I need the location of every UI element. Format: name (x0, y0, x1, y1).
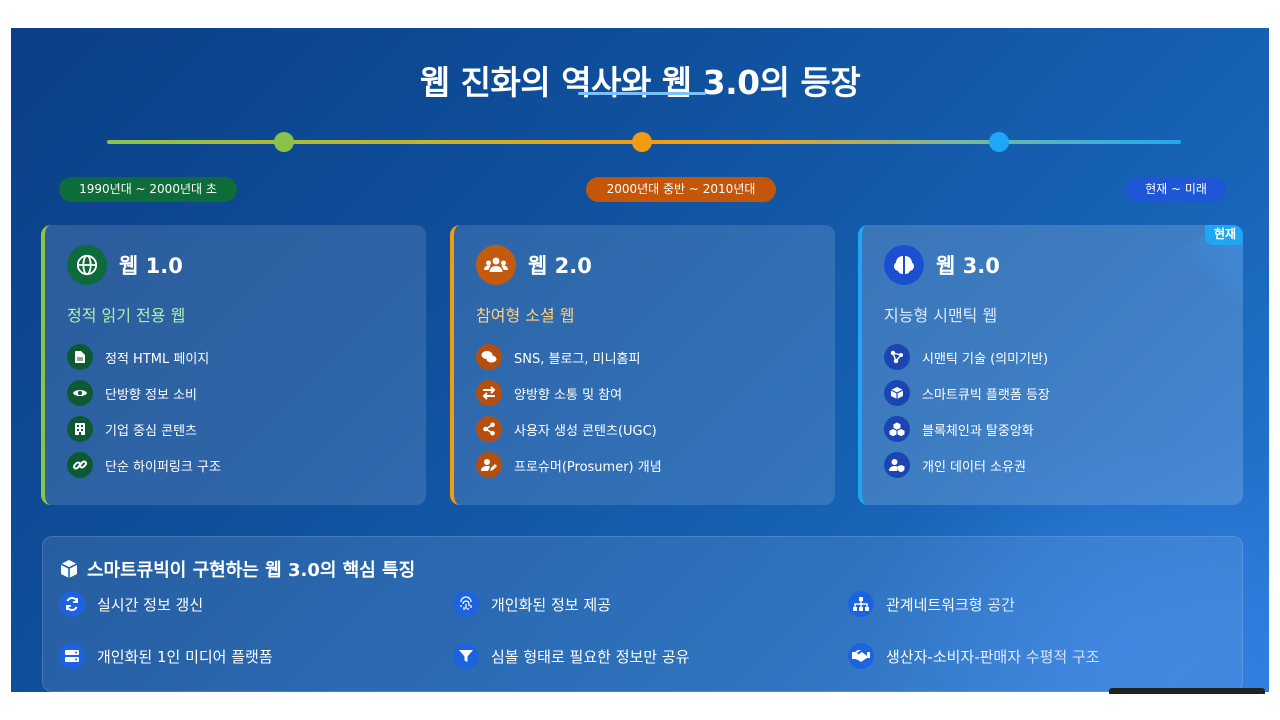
list-item: SNS, 블로그, 미니홈피 (476, 339, 662, 375)
feature-item: 관계네트워크형 공간 (848, 591, 1015, 617)
list-item: 단순 하이퍼링크 구조 (67, 447, 221, 483)
users-icon (476, 245, 516, 285)
card-subtitle: 지능형 시맨틱 웹 (884, 306, 998, 325)
list-item: 단방향 정보 소비 (67, 375, 221, 411)
era-label-web3: 현재 ~ 미래 (1126, 177, 1226, 202)
card-subtitle: 정적 읽기 전용 웹 (67, 306, 186, 325)
feature-item: 개인화된 정보 제공 (453, 591, 611, 617)
server-icon (59, 643, 85, 669)
handshake-icon (848, 643, 874, 669)
card-subtitle: 참여형 소셜 웹 (476, 306, 575, 325)
card-title: 웹 3.0 (936, 254, 1000, 278)
cube-icon (59, 559, 79, 579)
list-item: 기업 중심 콘텐츠 (67, 411, 221, 447)
cubes-icon (884, 416, 910, 442)
share-icon (476, 416, 502, 442)
building-icon (67, 416, 93, 442)
taskbar-edge (1109, 688, 1265, 694)
timeline-dot-web3 (989, 132, 1009, 152)
exchange-icon (476, 380, 502, 406)
list-item: 정적 HTML 페이지 (67, 339, 221, 375)
list-item: 프로슈머(Prosumer) 개념 (476, 447, 662, 483)
cube-icon (884, 380, 910, 406)
user-shield-icon (884, 452, 910, 478)
fingerprint-icon (453, 591, 479, 617)
comments-icon (476, 344, 502, 370)
feature-item: 생산자-소비자-판매자 수평적 구조 (848, 643, 1100, 669)
card-title: 웹 1.0 (119, 254, 183, 278)
core-features-panel: 스마트큐빅이 구현하는 웹 3.0의 핵심 특징 실시간 정보 갱신 개인화된 … (42, 536, 1243, 692)
list-item: 시맨틱 기술 (의미기반) (884, 339, 1050, 375)
network-icon (884, 344, 910, 370)
page-title: 웹 진화의 역사와 웹 3.0의 등장 (419, 63, 861, 102)
card-web1: 웹 1.0 정적 읽기 전용 웹 정적 HTML 페이지 단방향 정보 소비 기 (41, 225, 426, 505)
sitemap-icon (848, 591, 874, 617)
file-icon (67, 344, 93, 370)
timeline-dot-web1 (274, 132, 294, 152)
features-title: 스마트큐빅이 구현하는 웹 3.0의 핵심 특징 (87, 560, 416, 581)
link-icon (67, 452, 93, 478)
card-web3: 현재 웹 3.0 지능형 시맨틱 웹 시맨틱 기술 (의미기반) (858, 225, 1243, 505)
era-label-web1: 1990년대 ~ 2000년대 초 (59, 177, 237, 202)
user-edit-icon (476, 452, 502, 478)
timeline-dot-web2 (632, 132, 652, 152)
feature-item: 심볼 형태로 필요한 정보만 공유 (453, 643, 689, 669)
list-item: 사용자 생성 콘텐츠(UGC) (476, 411, 662, 447)
list-item: 블록체인과 탈중앙화 (884, 411, 1050, 447)
feature-item: 개인화된 1인 미디어 플랫폼 (59, 643, 273, 669)
filter-icon (453, 643, 479, 669)
list-item: 양방향 소통 및 참여 (476, 375, 662, 411)
brain-icon (884, 245, 924, 285)
card-title: 웹 2.0 (528, 254, 592, 278)
slide: 웹 진화의 역사와 웹 3.0의 등장 1990년대 ~ 2000년대 초 20… (11, 28, 1269, 692)
feature-item: 실시간 정보 갱신 (59, 591, 203, 617)
sync-icon (59, 591, 85, 617)
current-badge: 현재 (1205, 225, 1243, 245)
eye-icon (67, 380, 93, 406)
list-item: 스마트큐빅 플랫폼 등장 (884, 375, 1050, 411)
era-label-web2: 2000년대 중반 ~ 2010년대 (586, 177, 776, 202)
globe-icon (67, 245, 107, 285)
list-item: 개인 데이터 소유권 (884, 447, 1050, 483)
title-underline (578, 92, 706, 95)
card-web2: 웹 2.0 참여형 소셜 웹 SNS, 블로그, 미니홈피 양방향 소통 및 참… (450, 225, 835, 505)
